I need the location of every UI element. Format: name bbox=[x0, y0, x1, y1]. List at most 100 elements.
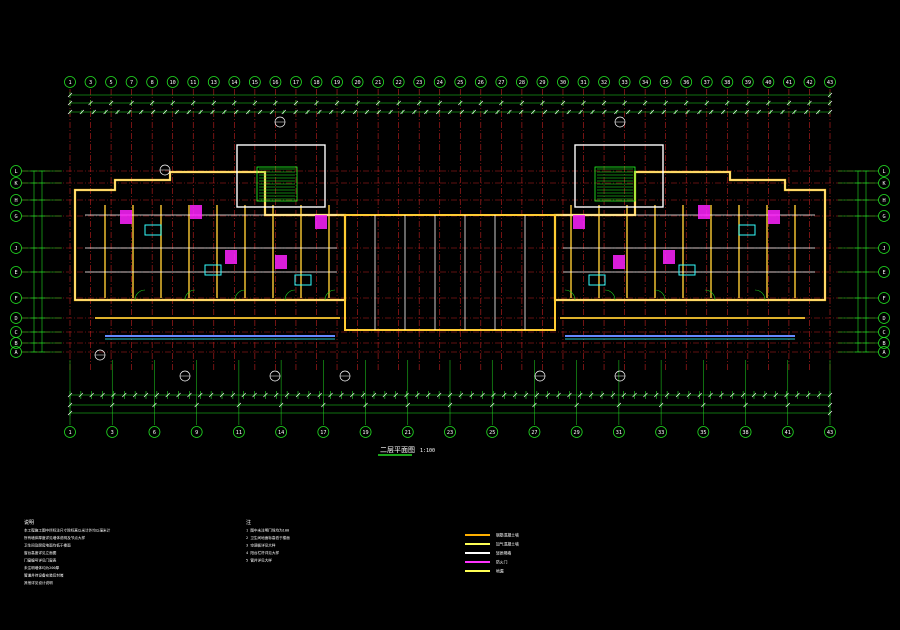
dimension-slash bbox=[67, 402, 73, 408]
dimension-slash bbox=[108, 100, 114, 106]
dimension-slash bbox=[447, 109, 453, 115]
axis-bubble-top bbox=[618, 76, 631, 88]
dimension-slash bbox=[578, 392, 583, 398]
dimension-slash bbox=[602, 109, 607, 115]
axis-label-bottom: 11 bbox=[236, 430, 242, 436]
dimension-slash bbox=[720, 109, 726, 115]
dimension-slash bbox=[352, 109, 358, 115]
dimension-slash bbox=[67, 100, 73, 106]
axis-label-bottom: 38 bbox=[742, 430, 748, 436]
axis-label-top: 3 bbox=[89, 80, 92, 86]
stair-core-outline bbox=[574, 144, 664, 208]
dimension-slash bbox=[281, 109, 286, 115]
axis-bubble-top bbox=[639, 76, 652, 88]
sanitary-fixture bbox=[275, 255, 287, 269]
dimension-slash bbox=[122, 392, 127, 398]
dimension-slash bbox=[601, 100, 607, 106]
dimension-slash bbox=[78, 392, 84, 398]
axis-bubble-left bbox=[10, 177, 22, 189]
dimension-slash bbox=[730, 392, 735, 398]
axis-bubble-top bbox=[536, 76, 549, 88]
dimension-slash bbox=[241, 392, 246, 398]
axis-bubble-top bbox=[166, 76, 179, 88]
dimension-slash bbox=[191, 100, 196, 106]
axis-label-bottom: 27 bbox=[531, 430, 537, 436]
axis-bubble-bottom bbox=[528, 426, 541, 438]
kitchen-counter bbox=[588, 274, 606, 286]
dimension-slash bbox=[532, 402, 537, 408]
axis-label-right: C bbox=[882, 330, 885, 336]
dimension-slash bbox=[614, 109, 619, 115]
axis-bubble-right bbox=[878, 312, 890, 324]
dimension-slash bbox=[284, 392, 290, 398]
axis-bubble-bottom bbox=[190, 426, 203, 438]
dimension-slash bbox=[719, 392, 724, 398]
door-swing bbox=[604, 289, 616, 301]
dimension-slash bbox=[149, 100, 155, 106]
dimension-slash bbox=[786, 100, 792, 106]
stair-layer bbox=[236, 144, 664, 208]
dimension-slash bbox=[334, 100, 340, 106]
dimension-slash bbox=[816, 392, 822, 398]
dimension-slash bbox=[499, 100, 504, 106]
axis-bubble-left bbox=[10, 292, 22, 304]
axis-label-top: 32 bbox=[601, 80, 607, 86]
axis-bubble-top bbox=[207, 76, 220, 88]
axis-label-bottom: 19 bbox=[362, 430, 368, 436]
dimension-slash bbox=[708, 392, 713, 398]
axis-bubble-top bbox=[146, 76, 159, 88]
dimension-slash bbox=[129, 100, 134, 106]
door-swing bbox=[134, 289, 146, 301]
dimension-slash bbox=[295, 392, 301, 398]
dimension-slash bbox=[751, 392, 757, 398]
dimension-slash bbox=[405, 402, 410, 408]
dimension-slash bbox=[762, 392, 768, 398]
axis-bubble-top bbox=[659, 76, 672, 88]
dimension-slash bbox=[154, 392, 160, 398]
axis-bubble-bottom bbox=[275, 426, 288, 438]
sanitary-fixture bbox=[613, 255, 625, 269]
dimension-slash bbox=[210, 109, 215, 115]
axis-bubble-bottom bbox=[232, 426, 245, 438]
axis-bubble-left bbox=[10, 194, 22, 206]
dimension-slash bbox=[599, 392, 605, 398]
dimension-slash bbox=[740, 392, 746, 398]
dimension-slash bbox=[393, 392, 398, 398]
dimension-slash bbox=[588, 392, 594, 398]
dimension-slash bbox=[211, 100, 216, 106]
axis-bubble-left bbox=[10, 337, 22, 349]
dimension-slash bbox=[263, 392, 268, 398]
axis-grid-layer bbox=[22, 89, 878, 425]
door-swing bbox=[704, 289, 716, 301]
dimension-slash bbox=[165, 392, 170, 398]
dimension-slash bbox=[780, 109, 785, 115]
axis-bubble-top bbox=[454, 76, 467, 88]
axis-bubble-bottom bbox=[739, 426, 752, 438]
legend-label: 地漏 bbox=[496, 569, 504, 574]
dimension-slash bbox=[306, 392, 312, 398]
dimension-slash bbox=[152, 402, 157, 408]
axis-label-left: J bbox=[14, 246, 17, 252]
axis-label-right: B bbox=[882, 341, 885, 347]
dimension-slash bbox=[388, 109, 393, 115]
dimension-slash bbox=[804, 109, 809, 115]
dimension-slash bbox=[642, 100, 648, 106]
dimension-slash bbox=[111, 392, 116, 398]
dimension-slash bbox=[478, 100, 484, 106]
dimension-slash bbox=[483, 109, 488, 115]
dimension-slash bbox=[186, 109, 191, 115]
dimension-slash bbox=[305, 109, 310, 115]
dimension-slash bbox=[91, 109, 96, 115]
dimension-slash bbox=[560, 100, 566, 106]
dimension-slash bbox=[230, 392, 236, 398]
dimension-slash bbox=[437, 100, 442, 106]
axis-bubble-bottom bbox=[781, 426, 794, 438]
dimension-slash bbox=[507, 109, 512, 115]
axis-bubble-top bbox=[577, 76, 590, 88]
axis-bubble-bottom bbox=[359, 426, 372, 438]
axis-bubble-top bbox=[290, 76, 302, 88]
axis-bubble-top bbox=[269, 76, 282, 88]
